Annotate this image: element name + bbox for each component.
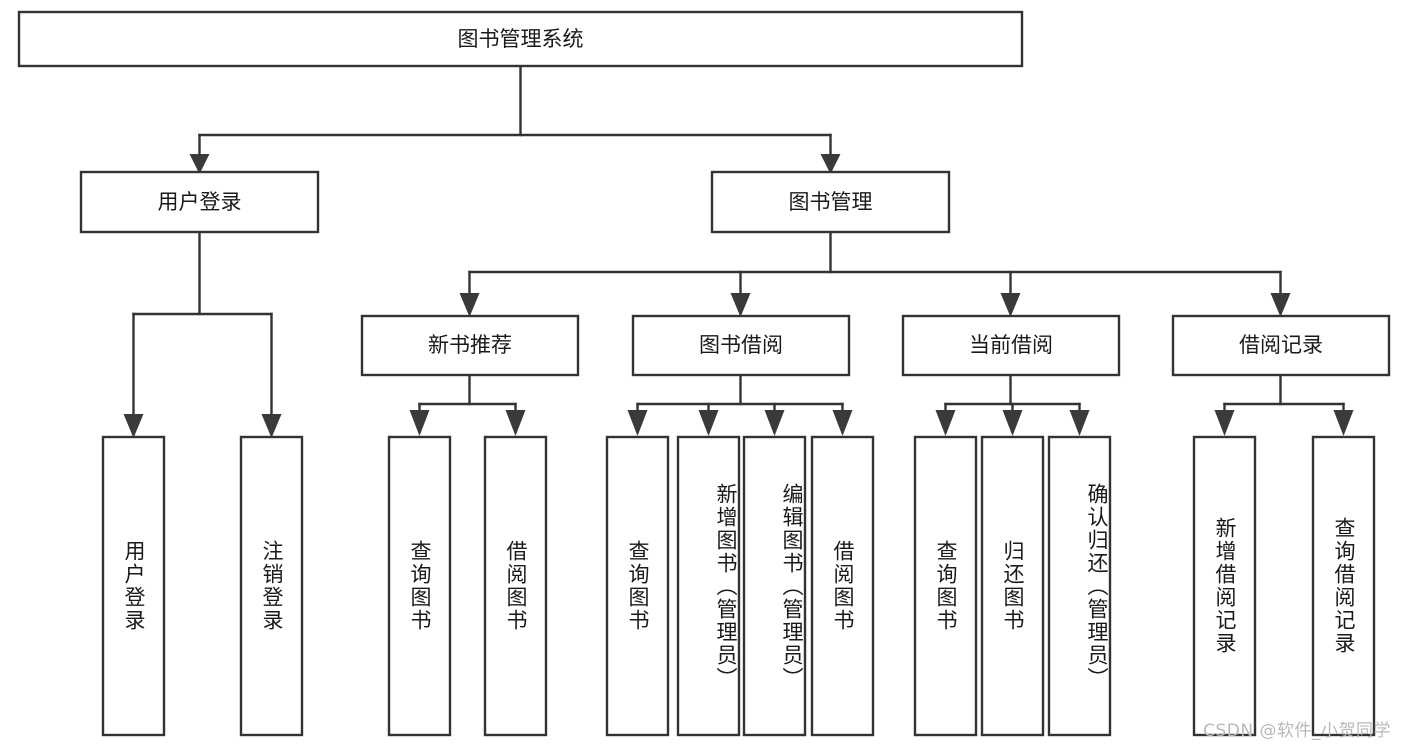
connector-group-borrow-record xyxy=(1214,373,1354,436)
node-new-book-recommend-label: 新书推荐 xyxy=(428,333,512,357)
arrow-icon-leaf-query-book-1 xyxy=(409,410,430,436)
arrow-icon-user-login xyxy=(189,154,210,174)
arrow-icon-leaf-query-book-3 xyxy=(935,410,956,436)
arrow-icon-leaf-confirm-return xyxy=(1069,410,1090,436)
arrow-icon-leaf-borrow-book-2 xyxy=(832,410,853,436)
node-current-borrow-label: 当前借阅 xyxy=(969,333,1053,357)
node-book-borrow-label: 图书借阅 xyxy=(699,333,783,357)
arrow-icon-leaf-add-book xyxy=(698,410,719,436)
node-leaf-query-record[interactable] xyxy=(1311,435,1376,737)
node-user-login-label: 用户登录 xyxy=(158,190,242,214)
arrowheads-level2 xyxy=(189,154,841,174)
node-leaf-edit-book[interactable] xyxy=(742,435,807,737)
node-book-manage[interactable] xyxy=(710,170,951,234)
connector-group-root xyxy=(198,64,832,162)
node-leaf-confirm-return[interactable] xyxy=(1047,435,1112,737)
node-book-borrow[interactable] xyxy=(631,314,851,377)
node-root-label: 图书管理系统 xyxy=(458,27,584,51)
arrow-icon-book-borrow xyxy=(730,293,751,317)
arrow-icon-new-book-recommend xyxy=(459,293,480,317)
node-leaf-query-book-2[interactable] xyxy=(605,435,670,737)
connector-group-new-book-recommend xyxy=(409,373,526,436)
arrow-icon-leaf-query-record xyxy=(1333,410,1354,436)
connector-group-user-login xyxy=(123,230,282,438)
node-new-book-recommend[interactable] xyxy=(360,314,580,377)
node-book-manage-label: 图书管理 xyxy=(789,190,873,214)
node-leaf-borrow-book-2[interactable] xyxy=(810,435,875,737)
node-leaf-add-record[interactable] xyxy=(1192,435,1257,737)
node-current-borrow[interactable] xyxy=(901,314,1121,377)
node-leaf-query-book-1[interactable] xyxy=(387,435,452,737)
node-leaf-logout[interactable] xyxy=(239,435,304,737)
node-leaf-add-book[interactable] xyxy=(676,435,741,737)
arrow-icon-book-manage xyxy=(820,154,841,174)
arrow-icon-leaf-user-login xyxy=(123,414,144,438)
node-borrow-record[interactable] xyxy=(1171,314,1391,377)
node-root[interactable] xyxy=(17,10,1024,68)
arrow-icon-leaf-borrow-book-1 xyxy=(505,410,526,436)
arrow-icon-leaf-return-book xyxy=(1002,410,1023,436)
watermark-text: CSDN @软件_小贺同学 xyxy=(1203,721,1391,741)
node-leaf-borrow-book-1[interactable] xyxy=(483,435,548,737)
arrow-icon-leaf-edit-book xyxy=(764,410,785,436)
node-borrow-record-label: 借阅记录 xyxy=(1239,333,1323,357)
connector-group-current-borrow xyxy=(935,373,1090,436)
node-leaf-query-book-3[interactable] xyxy=(913,435,978,737)
connector-group-book-manage xyxy=(459,230,1291,317)
node-leaf-return-book[interactable] xyxy=(980,435,1045,737)
arrow-icon-current-borrow xyxy=(1000,293,1021,317)
node-user-login[interactable] xyxy=(79,170,320,234)
arrow-icon-leaf-query-book-2 xyxy=(627,410,648,436)
connector-group-book-borrow xyxy=(627,373,853,436)
arrow-icon-leaf-add-record xyxy=(1214,410,1235,436)
arrow-icon-borrow-record xyxy=(1270,293,1291,317)
arrow-icon-leaf-logout xyxy=(261,414,282,438)
node-leaf-user-login[interactable] xyxy=(101,435,166,737)
